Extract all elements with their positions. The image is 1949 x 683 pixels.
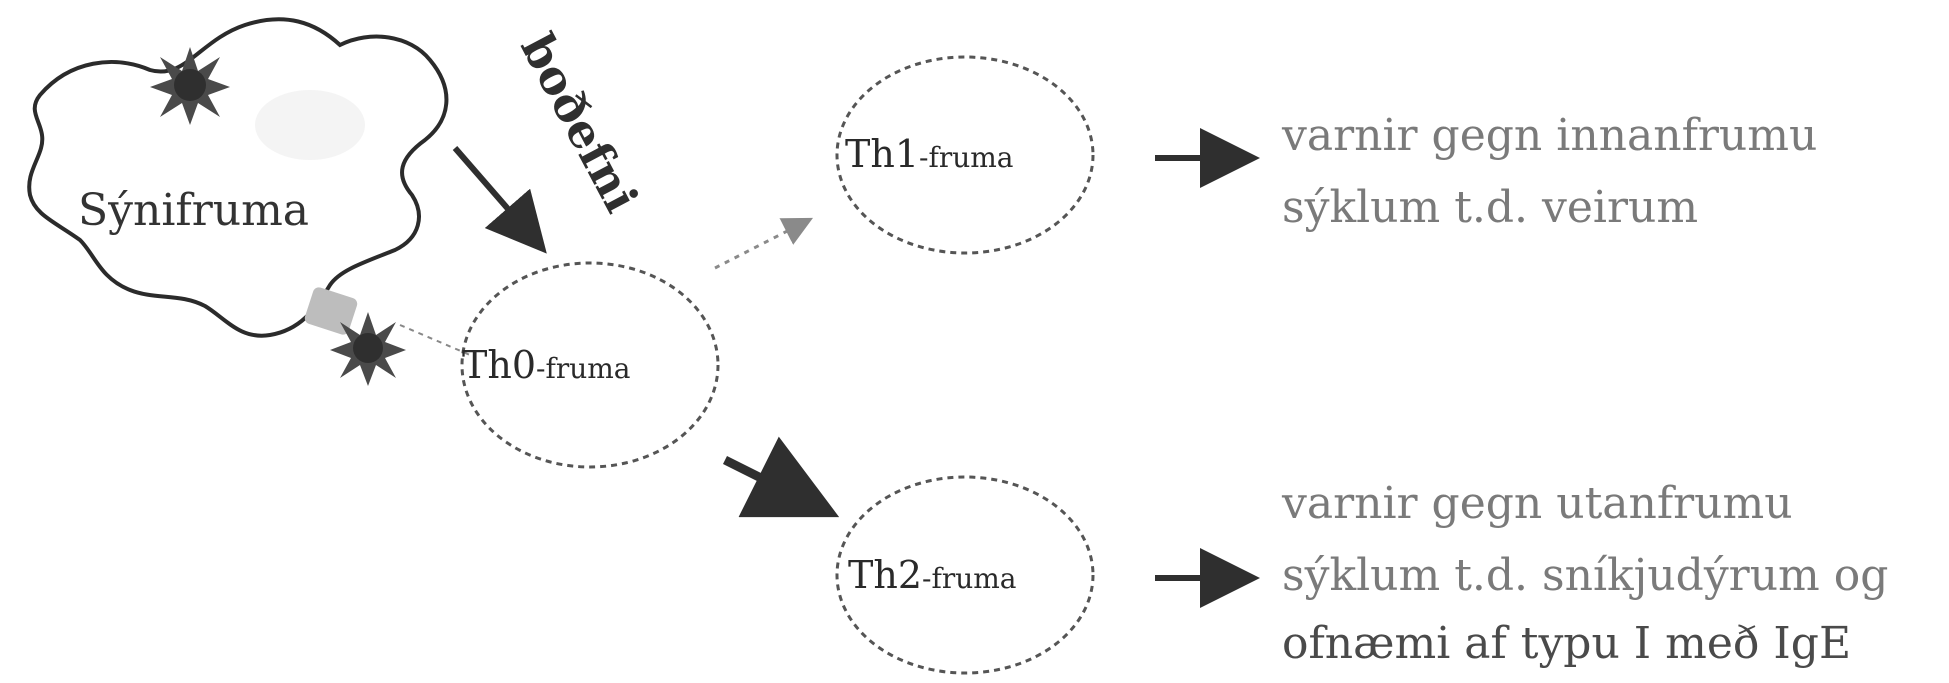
contact-dashed-line: [399, 324, 471, 356]
th0-cell-suffix: -fruma: [536, 352, 631, 385]
antigen-icon-bottom: [330, 312, 406, 386]
th1-description: varnir gegn innanfrumu sýklum t.d. veiru…: [1281, 110, 1817, 233]
th1-cell-circle: [835, 55, 1095, 255]
th2-cell-label: Th2-fruma: [848, 553, 1017, 597]
th2-desc-line1: varnir gegn utanfrumu: [1281, 478, 1793, 529]
th0-cell-label: Th0-fruma: [462, 343, 631, 387]
th2-desc-line3: ofnæmi af typu I með IgE: [1282, 618, 1851, 669]
th1-desc-line1: varnir gegn innanfrumu: [1281, 110, 1817, 161]
th0-cell-prefix: Th0: [462, 343, 536, 387]
th0-to-th1-arrow: [714, 217, 814, 270]
th1-cell-prefix: Th1: [845, 132, 919, 176]
th2-cell-circle: [835, 475, 1095, 675]
th1-desc-line2: sýklum t.d. veirum: [1282, 182, 1698, 233]
th2-cell-prefix: Th2: [848, 553, 922, 597]
th0-to-th2-arrow: [722, 436, 840, 518]
th1-cell: Th1-fruma: [835, 55, 1095, 255]
th2-desc-line2: sýklum t.d. sníkjudýrum og: [1282, 550, 1888, 601]
th2-description: varnir gegn utanfrumu sýklum t.d. sníkju…: [1281, 478, 1888, 669]
antigen-cell-shade: [255, 90, 365, 160]
antigen-cell-label: Sýnifruma: [78, 185, 309, 236]
signal-label: boðefni: [510, 25, 649, 221]
antigen-cell-outline: [27, 17, 449, 338]
th1-cell-suffix: -fruma: [919, 141, 1014, 174]
th0-cell: Th0-fruma: [460, 261, 720, 469]
signal-arrow-group: boðefni: [452, 25, 649, 254]
receptor-patch: [304, 287, 358, 335]
th0-cell-circle: [460, 261, 720, 469]
antigen-presenting-cell: Sýnifruma: [27, 17, 449, 386]
th2-cell: Th2-fruma: [835, 475, 1095, 675]
th1-cell-label: Th1-fruma: [845, 132, 1014, 176]
antigen-icon-top: [150, 47, 230, 125]
signal-arrow: [452, 146, 547, 254]
th2-cell-suffix: -fruma: [922, 562, 1017, 595]
